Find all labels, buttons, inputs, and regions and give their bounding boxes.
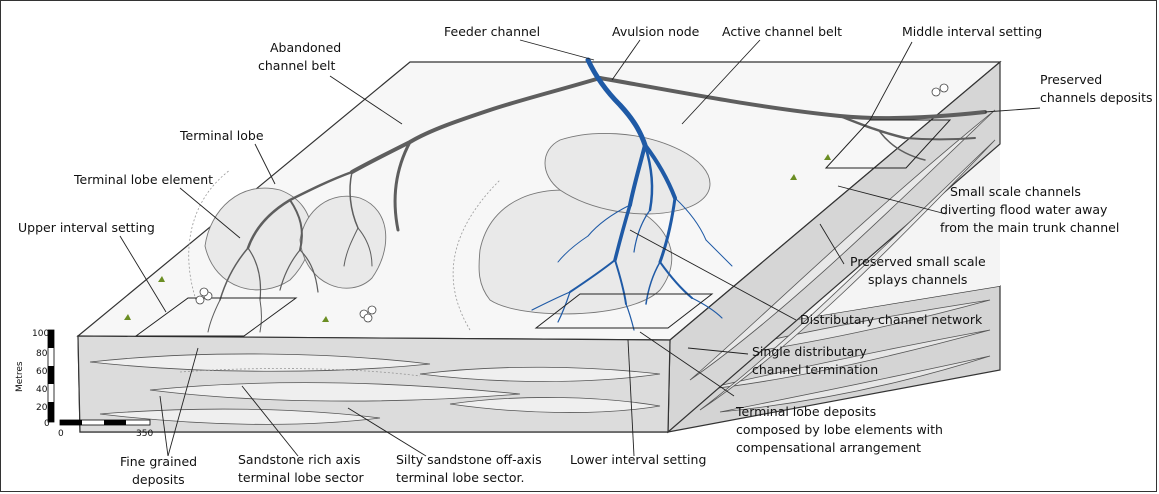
label-fine-grained-2: deposits [132,472,185,487]
label-distributary-channel-network: Distributary channel network [800,312,983,327]
label-preserved-small-scale-1: Preserved small scale [850,254,986,269]
label-middle-interval-setting: Middle interval setting [902,24,1042,39]
scale-tick-20: 20 [36,403,48,413]
label-single-distributary-2: channel termination [752,362,878,377]
label-upper-interval-setting: Upper interval setting [18,220,155,235]
scale-tick-0: 0 [44,419,50,429]
label-terminal-lobe-deposits-3: compensational arrangement [736,440,921,455]
label-small-scale-channels-3: from the main trunk channel [940,220,1119,235]
label-abandoned-channel-belt-2: channel belt [258,58,336,73]
label-preserved-channels-2: channels deposits [1040,90,1153,105]
label-terminal-lobe-deposits-1: Terminal lobe deposits [735,404,876,419]
scale-tick-40: 40 [36,385,48,395]
scale-tick-80: 80 [36,349,48,359]
scale-tick-60: 60 [36,367,48,377]
label-active-channel-belt: Active channel belt [722,24,842,39]
label-feeder-channel: Feeder channel [444,24,540,39]
label-fine-grained-1: Fine grained [120,454,197,469]
label-terminal-lobe-element: Terminal lobe element [73,172,213,187]
label-avulsion-node: Avulsion node [612,24,700,39]
label-sandstone-rich-2: terminal lobe sector [238,470,365,485]
label-small-scale-channels-1: Small scale channels [950,184,1081,199]
label-preserved-channels-1: Preserved [1040,72,1102,87]
scale-axis-title: Metres [15,361,25,392]
label-single-distributary-1: Single distributary [752,344,867,359]
label-silty-sandstone-2: terminal lobe sector. [396,470,525,485]
label-small-scale-channels-2: diverting flood water away [940,202,1108,217]
label-terminal-lobe: Terminal lobe [179,128,264,143]
scale-tick-100: 100 [32,329,49,339]
label-lower-interval-setting: Lower interval setting [570,452,706,467]
label-silty-sandstone-1: Silty sandstone off-axis [396,452,542,467]
label-preserved-small-scale-2: splays channels [868,272,967,287]
label-sandstone-rich-1: Sandstone rich axis [238,452,361,467]
scale-htick-0: 0 [58,429,64,439]
label-terminal-lobe-deposits-2: composed by lobe elements with [736,422,943,437]
scale-htick-350: 350 [136,429,153,439]
label-abandoned-channel-belt-1: Abandoned [270,40,341,55]
